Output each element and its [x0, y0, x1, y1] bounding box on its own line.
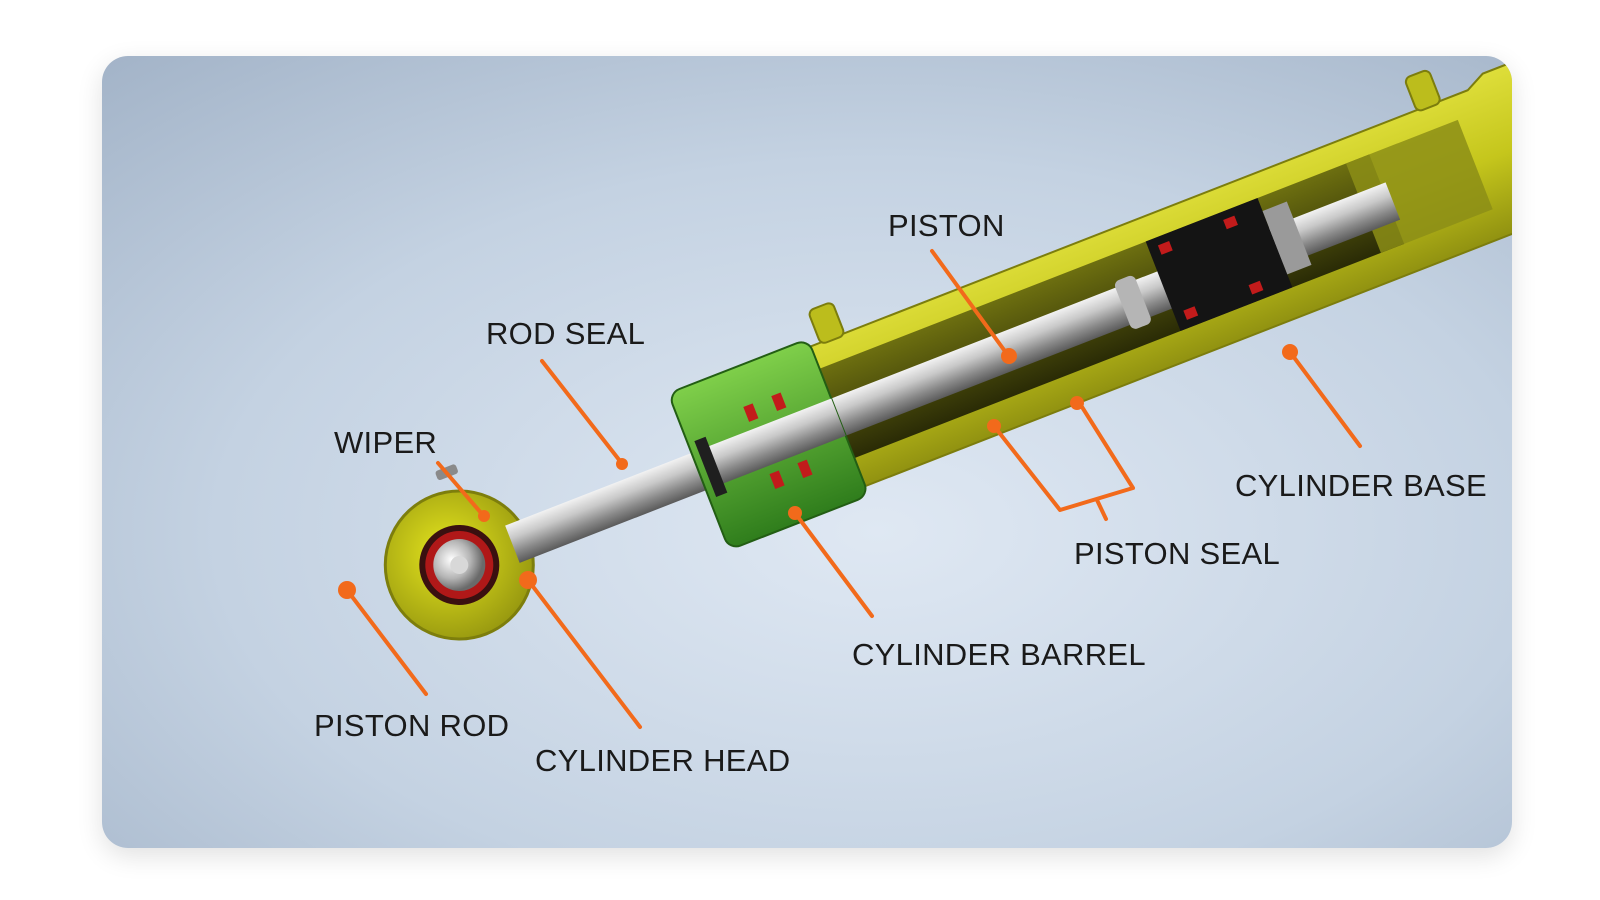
label-rod-seal: ROD SEAL [486, 316, 645, 351]
cylinder-barrel-leader [793, 511, 874, 618]
labels: PISTON ROD SEAL WIPER CYLINDER BASE PIST… [314, 208, 1487, 778]
wiper-dot [478, 510, 490, 522]
piston-seal-dot-2 [1070, 396, 1084, 410]
piston [1145, 197, 1293, 331]
label-cylinder-base: CYLINDER BASE [1235, 468, 1487, 503]
label-wiper: WIPER [334, 425, 437, 460]
piston-dot [1001, 348, 1017, 364]
cylinder-base-leader [1288, 350, 1362, 448]
cylinder-head-dot [519, 571, 537, 589]
cylinder-barrel-dot [788, 506, 802, 520]
cylinder-assembly [383, 56, 1512, 641]
piston-leader [930, 249, 1009, 356]
piston-seal-dot-1 [987, 419, 1001, 433]
leader-lines [338, 249, 1362, 729]
wiper-leader [436, 461, 484, 516]
piston-seal-leader [1095, 498, 1108, 521]
piston-rod-leader [345, 588, 428, 696]
rod-end-eye [383, 464, 535, 641]
rod-seal-leader [540, 359, 622, 463]
label-piston-seal: PISTON SEAL [1074, 536, 1280, 571]
rod-seal-dot [616, 458, 628, 470]
label-piston-rod: PISTON ROD [314, 708, 509, 743]
label-cylinder-barrel: CYLINDER BARREL [852, 637, 1146, 672]
cylinder-head-leader [526, 578, 642, 729]
piston-rod-dot [338, 581, 356, 599]
label-piston: PISTON [888, 208, 1005, 243]
label-cylinder-head: CYLINDER HEAD [535, 743, 790, 778]
diagram-card: PISTON ROD SEAL WIPER CYLINDER BASE PIST… [102, 56, 1512, 848]
cylinder-base-dot [1282, 344, 1298, 360]
hydraulic-cylinder-diagram: PISTON ROD SEAL WIPER CYLINDER BASE PIST… [102, 56, 1512, 848]
